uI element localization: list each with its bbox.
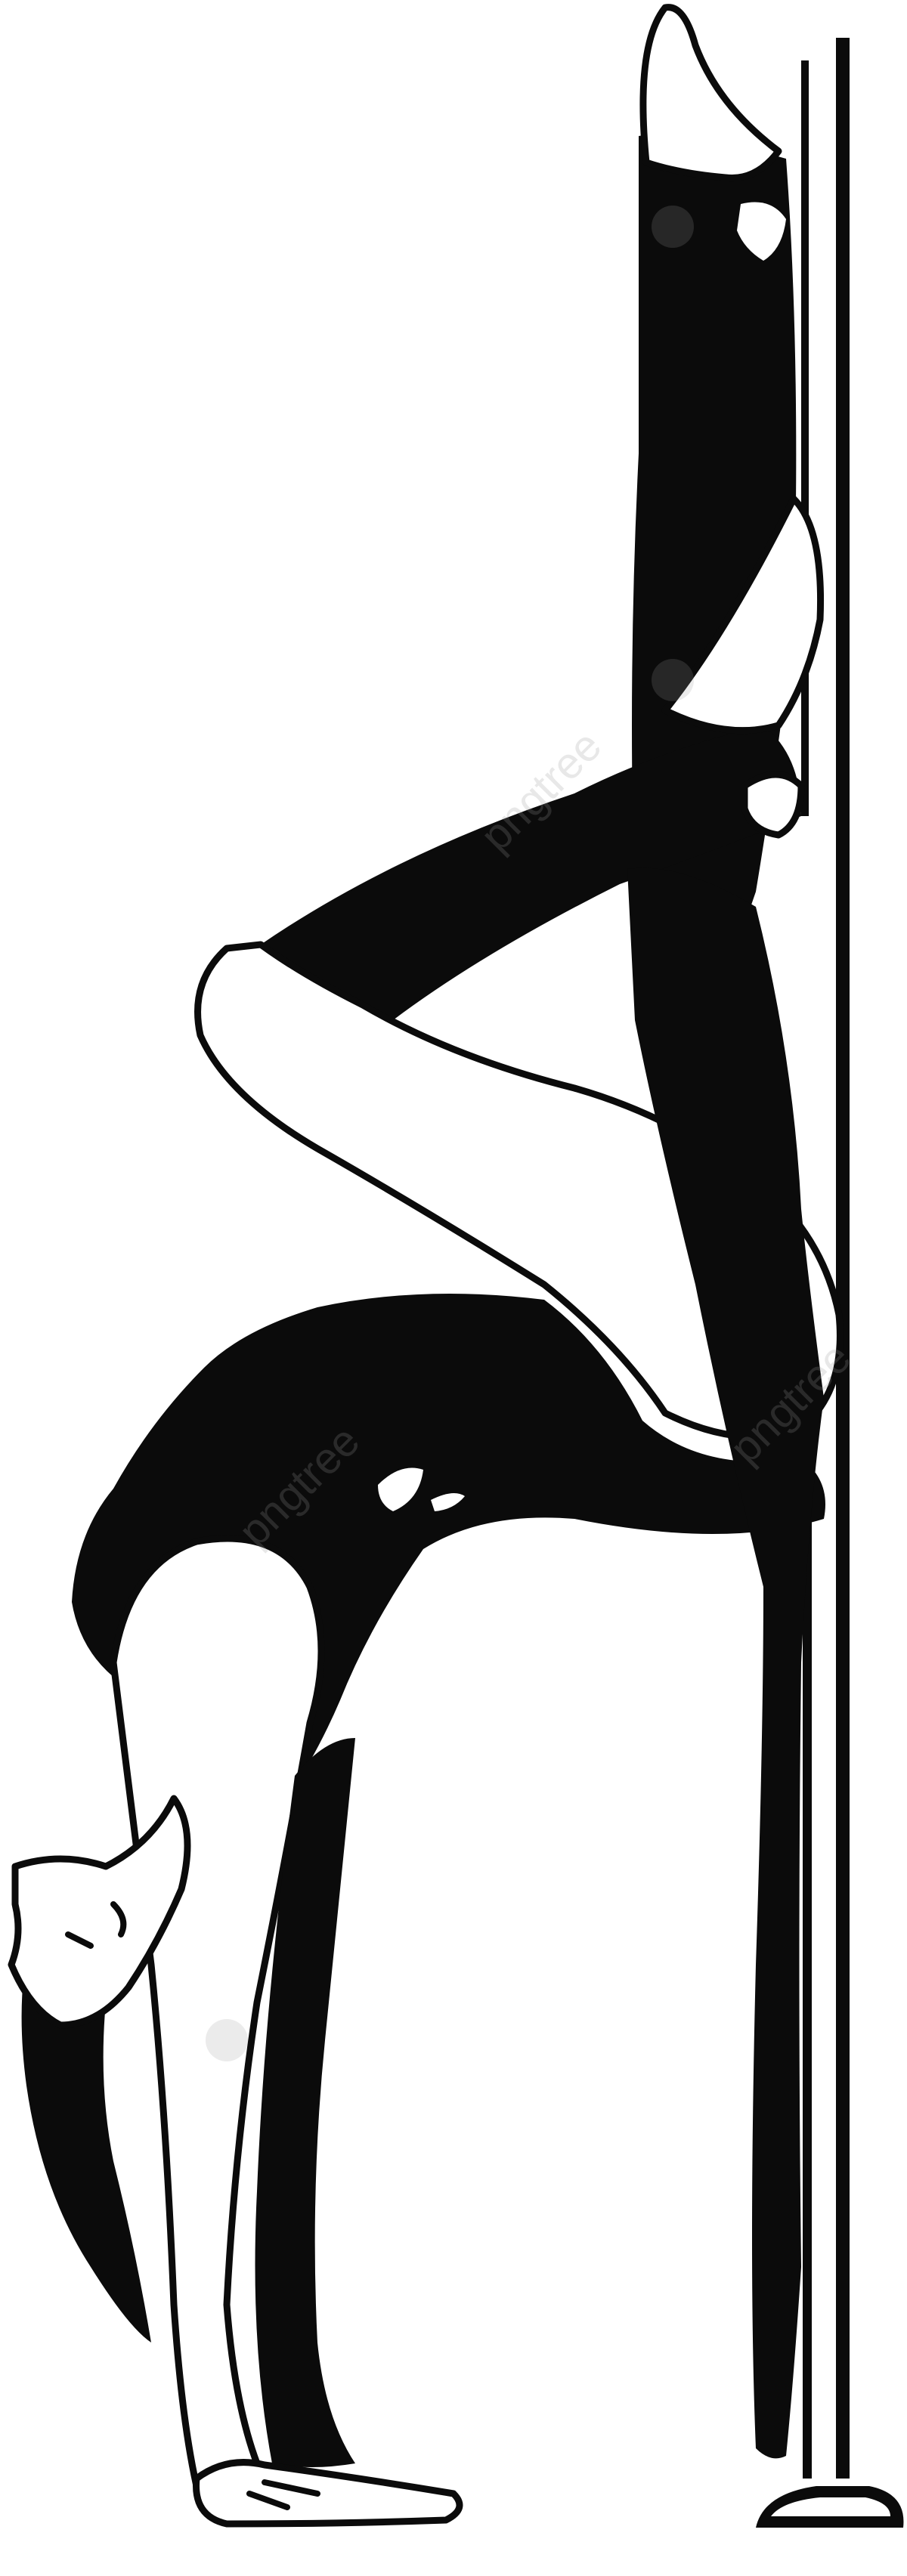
leotard-cutout: [378, 1467, 423, 1511]
face: [8, 1795, 191, 2029]
dance-pole: [756, 38, 904, 2528]
bent-leg-heel: [741, 771, 805, 839]
leotard-cutout-2: [431, 1493, 465, 1511]
upper-knee-gap: [737, 202, 786, 261]
face-detail-ear: [110, 1901, 127, 1937]
hand: [193, 2459, 463, 2528]
back-arm: [110, 1535, 355, 2491]
face-detail-eye: [65, 1931, 94, 1949]
pole-base-inner: [771, 2497, 890, 2516]
pole-shaft: [836, 38, 850, 2479]
pole-inner-line: [801, 60, 809, 816]
upper-arm: [110, 1535, 325, 2491]
pole-lower-line: [803, 1360, 812, 2479]
upper-foot: [639, 4, 782, 182]
bent-leg: [194, 495, 844, 1440]
head-and-hair: [8, 1795, 191, 2343]
pngtree-logo-icon: [206, 206, 694, 2061]
bent-leg-foot: [661, 495, 825, 734]
hair: [21, 1934, 152, 2343]
rear-leg: [627, 867, 824, 2459]
supporting-leg-shadow: [255, 1738, 355, 2467]
